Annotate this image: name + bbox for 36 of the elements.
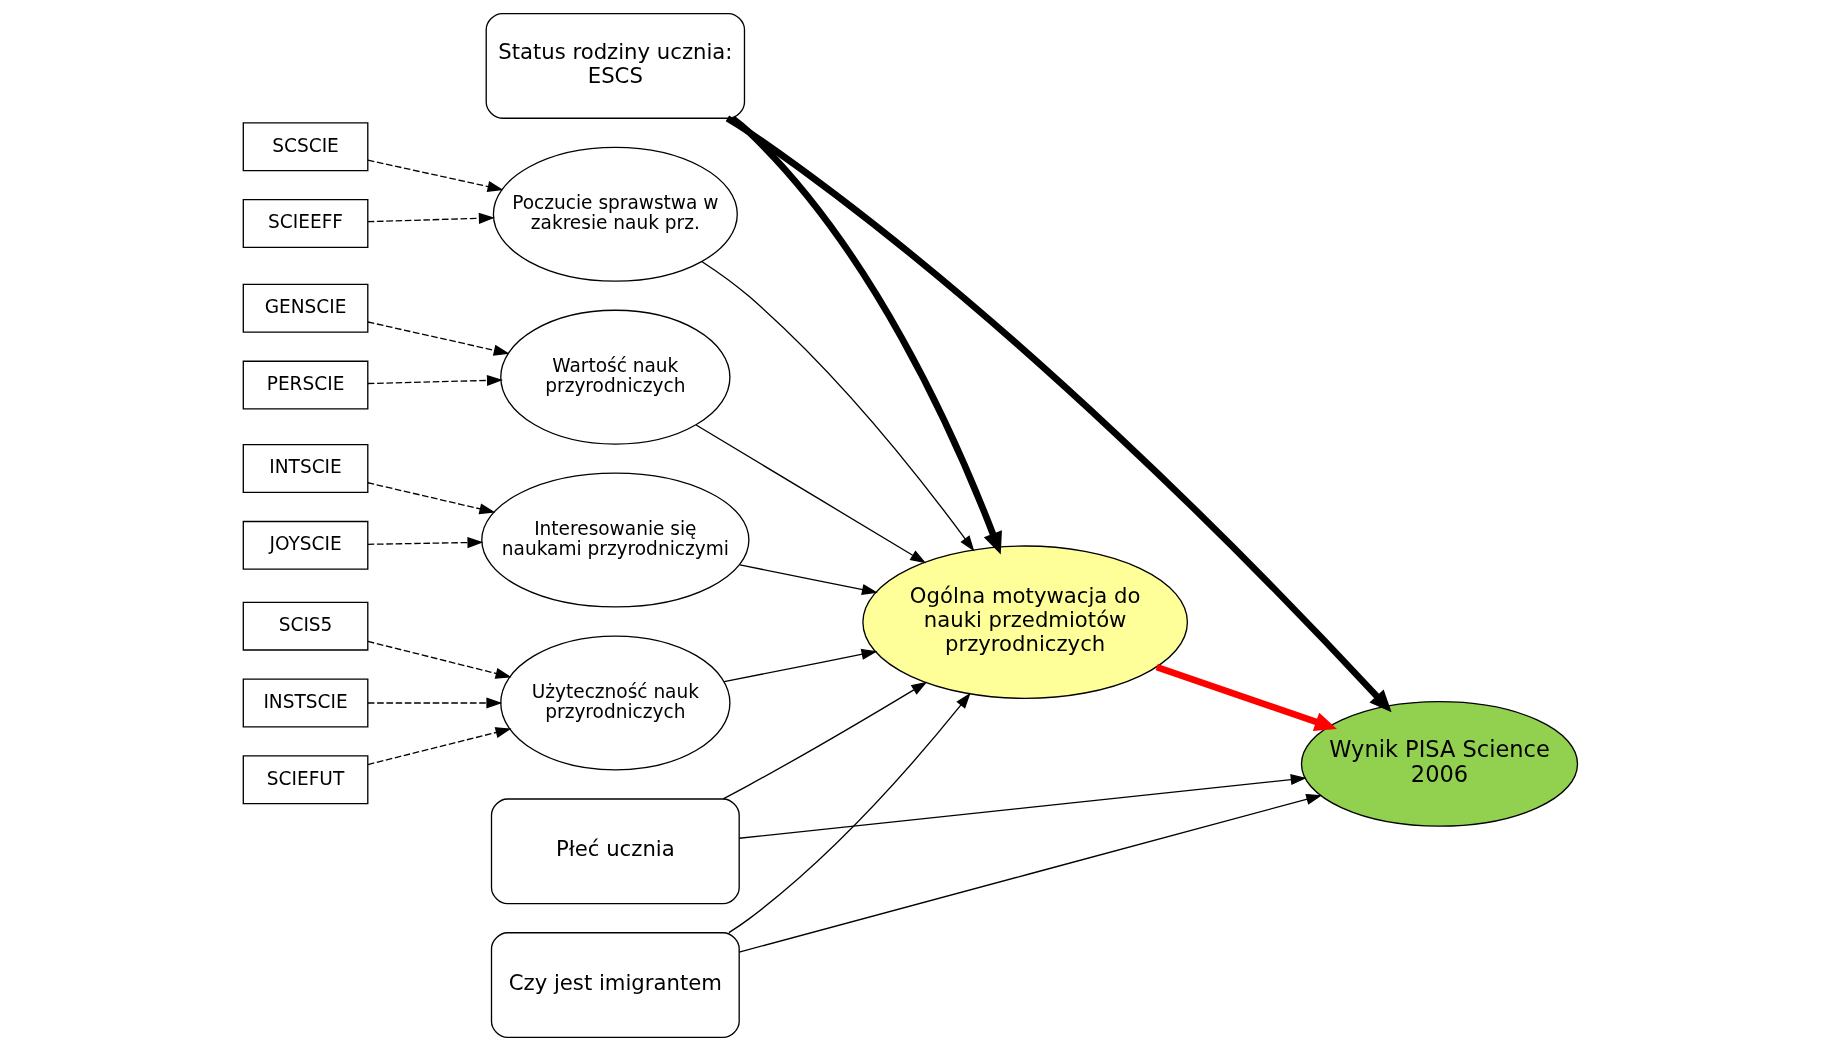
node-box: SCIEFUT — [242, 755, 369, 805]
node-box: JOYSCIE — [242, 520, 369, 570]
arrow — [728, 692, 971, 934]
arrow — [367, 640, 512, 679]
arrow — [739, 564, 878, 596]
arrow — [695, 424, 927, 564]
node-box: INTSCIE — [242, 444, 369, 494]
node-box: GENSCIE — [242, 283, 369, 333]
node-ellipse: Wynik PISA Science 2006 — [1300, 701, 1579, 827]
node-box: Status rodziny ucznia: ESCS — [485, 12, 746, 119]
arrow — [723, 648, 878, 683]
arrow — [367, 374, 503, 386]
node-ellipse: Użyteczność nauk przyrodniczych — [500, 635, 731, 771]
node-ellipse: Interesowanie się naukami przyrodniczymi — [481, 472, 750, 608]
arrow — [738, 774, 1307, 839]
node-box: SCSCIE — [242, 122, 369, 172]
node-box: Czy jest imigrantem — [490, 932, 740, 1039]
arrow — [725, 115, 1392, 713]
arrow — [367, 727, 512, 766]
node-box: Płeć ucznia — [490, 798, 740, 905]
node-box: PERSCIE — [242, 360, 369, 410]
arrow — [738, 793, 1323, 953]
node-box: SCIS5 — [242, 601, 369, 651]
arrow — [367, 697, 503, 709]
node-ellipse: Wartość nauk przyrodniczych — [500, 309, 731, 445]
arrow — [1155, 663, 1337, 731]
arrow — [367, 482, 496, 515]
node-box: SCIEEFF — [242, 199, 369, 249]
arrow — [367, 321, 510, 356]
arrow — [701, 261, 975, 552]
arrow — [367, 212, 495, 224]
arrow — [367, 159, 504, 192]
node-ellipse: Poczucie sprawstwa w zakresie nauk prz. — [492, 146, 738, 282]
arrow — [367, 537, 484, 549]
node-box: INSTSCIE — [242, 678, 369, 728]
arrow — [722, 681, 928, 800]
